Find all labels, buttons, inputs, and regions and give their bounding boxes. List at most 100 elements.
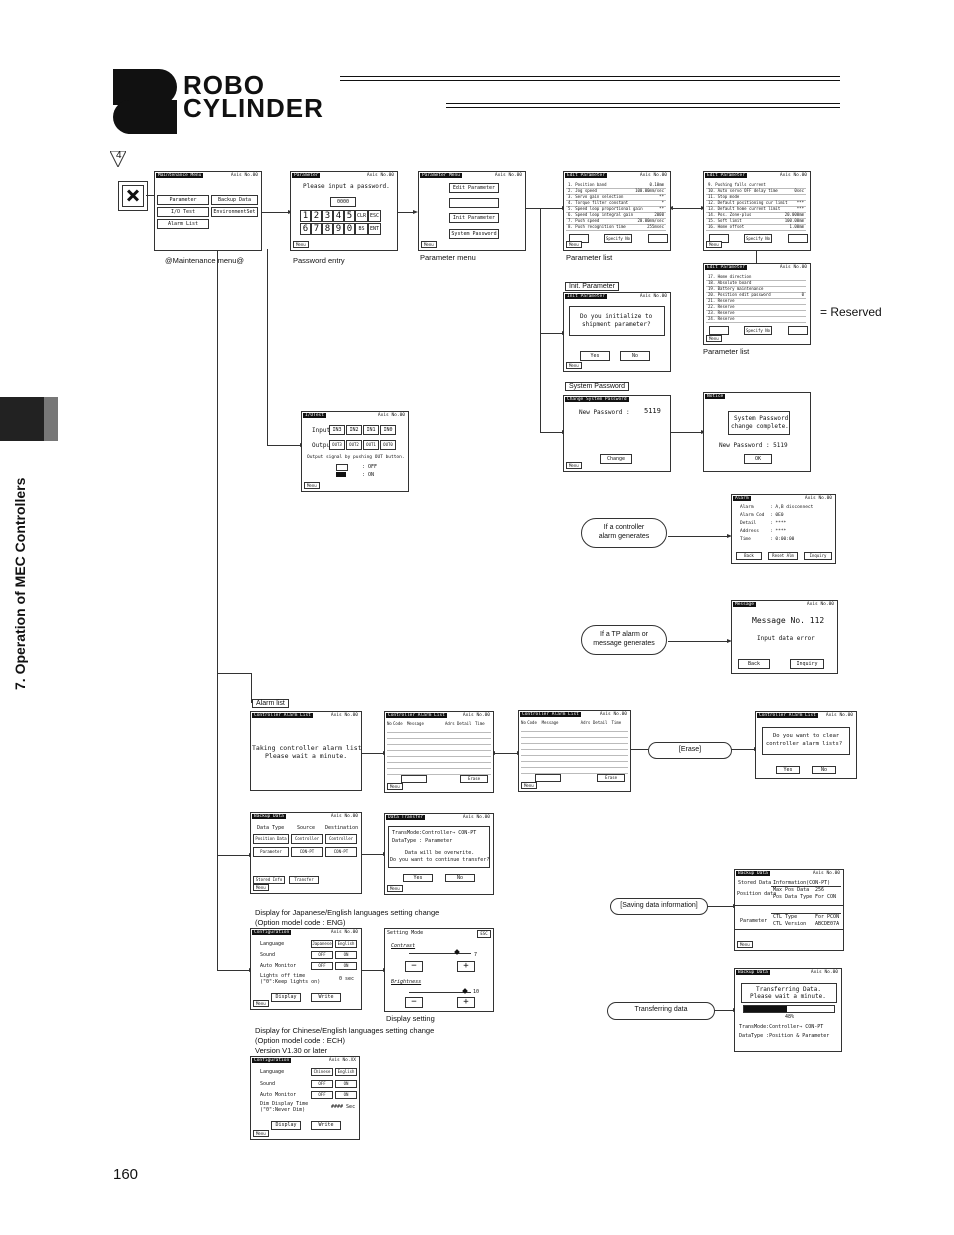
out0-button[interactable]: OUT0	[380, 440, 396, 450]
display-button[interactable]: Display	[271, 1121, 301, 1130]
key-bs[interactable]: BS	[355, 223, 368, 235]
parameter-row[interactable]: 11. Stop mode	[706, 194, 806, 201]
display-button[interactable]: Display	[271, 993, 301, 1002]
source-conpt-button[interactable]: CON-PT	[291, 847, 323, 857]
brightness-plus-button[interactable]: +	[457, 997, 475, 1008]
auto-monitor-on-button[interactable]: ON	[335, 1091, 357, 1099]
alarm-list-row[interactable]	[521, 738, 628, 744]
no-button[interactable]: No	[445, 874, 475, 882]
erase-button[interactable]: Erase	[460, 775, 488, 783]
position-data-button[interactable]: Position Data	[253, 834, 289, 844]
sound-on-button[interactable]: ON	[335, 1080, 357, 1088]
menu-button[interactable]: Menu	[706, 335, 722, 342]
alarm-list-row[interactable]	[521, 756, 628, 762]
alarm-list-row[interactable]	[387, 769, 491, 775]
parameter-row[interactable]: 9. Pushing falls current	[706, 182, 806, 189]
parameter-button[interactable]: Parameter	[157, 195, 209, 205]
menu-button[interactable]: Menu	[521, 782, 537, 789]
brightness-minus-button[interactable]: −	[405, 997, 423, 1008]
reset-alarm-button[interactable]: Reset Alm	[768, 552, 798, 560]
chinese-button[interactable]: Chinese	[311, 1068, 333, 1076]
back-button[interactable]: Back	[736, 552, 762, 560]
dest-conpt-button[interactable]: CON-PT	[325, 847, 357, 857]
alarm-list-row[interactable]	[387, 763, 491, 769]
key-9[interactable]: 9	[333, 223, 344, 235]
out2-button[interactable]: OUT2	[346, 440, 362, 450]
parameter-row[interactable]: 22. Reserve	[706, 304, 806, 311]
auto-monitor-off-button[interactable]: OFF	[311, 1091, 333, 1099]
specify-no-button[interactable]: Specify No	[744, 326, 772, 335]
key-esc[interactable]: ESC	[368, 210, 381, 222]
alarm-list-row[interactable]	[387, 739, 491, 745]
write-button[interactable]: Write	[311, 993, 341, 1002]
yes-button[interactable]: Yes	[776, 766, 800, 774]
key-2[interactable]: 2	[311, 210, 322, 222]
esc-button[interactable]: ESC	[477, 930, 491, 938]
menu-button[interactable]: Menu	[566, 362, 582, 369]
alarm-list-row[interactable]	[521, 768, 628, 774]
alarm-list-row[interactable]	[521, 726, 628, 732]
parameter-row[interactable]: 5. Speed loop proportional gain**	[566, 206, 666, 213]
alarm-list-row[interactable]	[521, 750, 628, 756]
menu-button[interactable]: Menu	[293, 241, 309, 248]
alarm-list-row[interactable]	[521, 744, 628, 750]
yes-button[interactable]: Yes	[403, 874, 433, 882]
inquiry-button[interactable]: Inquiry	[790, 659, 824, 669]
menu-button[interactable]: Menu	[253, 1000, 269, 1007]
erase-button[interactable]: Erase	[597, 774, 625, 782]
parameter-row[interactable]: 18. Absolute board	[706, 280, 806, 287]
japanese-button[interactable]: Japanese	[311, 940, 333, 948]
key-7[interactable]: 7	[311, 223, 322, 235]
contrast-plus-button[interactable]: +	[457, 961, 475, 972]
write-button[interactable]: Write	[311, 1121, 341, 1130]
init-parameter-button[interactable]: Init Parameter	[449, 213, 499, 223]
parameter-row[interactable]: 24. Reserve	[706, 316, 806, 323]
english-button[interactable]: English	[335, 1068, 357, 1076]
menu-button[interactable]: Menu	[387, 885, 403, 892]
auto-monitor-off-button[interactable]: OFF	[311, 962, 333, 970]
alarm-list-row[interactable]	[387, 757, 491, 763]
no-button[interactable]: No	[812, 766, 836, 774]
alarm-list-row[interactable]	[521, 732, 628, 738]
menu-button[interactable]: Menu	[706, 241, 722, 248]
back-button[interactable]: Back	[738, 659, 770, 669]
alarm-list-row[interactable]	[387, 745, 491, 751]
key-0[interactable]: 0	[344, 223, 355, 235]
menu-button[interactable]: Menu	[304, 482, 320, 489]
source-controller-button[interactable]: Controller	[291, 834, 323, 844]
up-button[interactable]	[709, 326, 729, 335]
down-button[interactable]	[788, 326, 808, 335]
out1-button[interactable]: OUT1	[363, 440, 379, 450]
key-6[interactable]: 6	[300, 223, 311, 235]
alarm-list-row[interactable]	[387, 751, 491, 757]
sound-off-button[interactable]: OFF	[311, 951, 333, 959]
parameter-row[interactable]: 17. Home direction	[706, 274, 806, 281]
menu-button[interactable]: Menu	[737, 941, 753, 948]
menu-button[interactable]: Menu	[253, 884, 269, 891]
menu-button[interactable]: Menu	[253, 1130, 269, 1137]
parameter-row[interactable]: 13. Default home current limit***	[706, 206, 806, 213]
edit-parameter-button[interactable]: Edit Parameter	[449, 183, 499, 193]
key-4[interactable]: 4	[333, 210, 344, 222]
inquiry-button[interactable]: Inquiry	[804, 552, 832, 560]
parameter-button[interactable]: Parameter	[253, 847, 289, 857]
menu-button[interactable]: Menu	[387, 783, 403, 790]
parameter-row[interactable]: 19. Battery maintenance	[706, 286, 806, 293]
io-test-button[interactable]: I/O Test	[157, 207, 209, 217]
system-password-button[interactable]: System Password	[449, 229, 499, 239]
menu-button[interactable]: Menu	[566, 241, 582, 248]
key-1[interactable]: 1	[300, 210, 311, 222]
parameter-row[interactable]: 21. Reserve	[706, 298, 806, 305]
key-5[interactable]: 5	[344, 210, 355, 222]
no-button[interactable]: No	[620, 351, 650, 361]
change-button[interactable]: Change	[600, 454, 632, 464]
